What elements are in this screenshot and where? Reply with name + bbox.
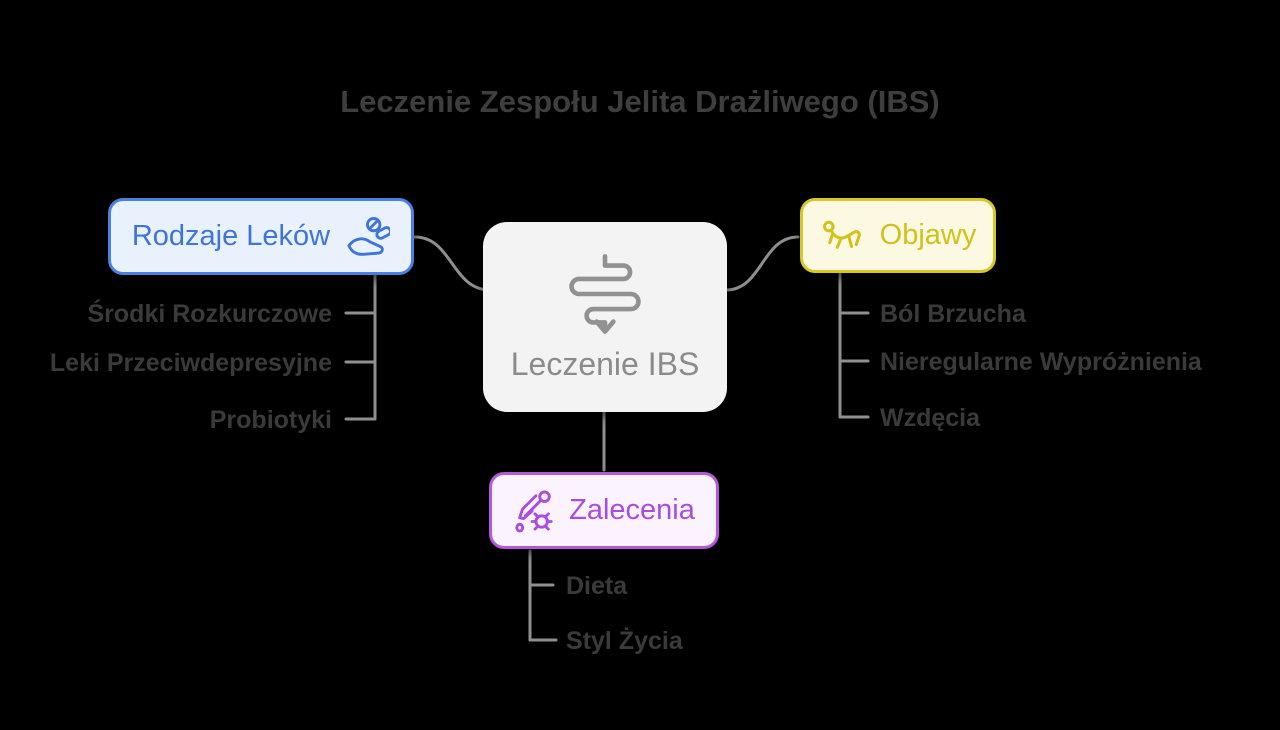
connector-left-center	[413, 235, 492, 292]
child-item[interactable]: Leki Przeciwdepresyjne	[49, 349, 332, 377]
diagram-title: Leczenie Zespołu Jelita Drażliwego (IBS)	[340, 84, 940, 119]
child-item[interactable]: Dieta	[566, 572, 628, 600]
right-node-label: Objawy	[879, 219, 977, 251]
left-node-label: Rodzaje Leków	[131, 220, 331, 252]
child-item[interactable]: Ból Brzucha	[880, 300, 1026, 328]
child-item[interactable]: Probiotyki	[209, 406, 332, 434]
node-zalecenia[interactable]: Zalecenia	[489, 472, 719, 549]
connector-right-center	[724, 235, 800, 292]
bottom-node-label: Zalecenia	[569, 494, 695, 526]
child-item[interactable]: Styl Życia	[566, 627, 683, 655]
intestines-icon	[559, 252, 651, 336]
node-rodzaje-lekow[interactable]: Rodzaje Leków	[108, 198, 414, 275]
child-item[interactable]: Wzdęcia	[880, 404, 981, 432]
node-objawy[interactable]: Objawy	[800, 198, 996, 273]
crawling-person-icon	[820, 218, 866, 254]
dropper-bug-icon	[513, 489, 555, 533]
node-leczenie-ibs[interactable]: Leczenie IBS	[483, 222, 727, 412]
center-node-label: Leczenie IBS	[510, 345, 700, 382]
child-item[interactable]: Nieregularne Wypróżnienia	[880, 348, 1202, 376]
child-item[interactable]: Środki Rozkurczowe	[87, 300, 333, 328]
hand-holding-pills-icon	[344, 216, 391, 258]
